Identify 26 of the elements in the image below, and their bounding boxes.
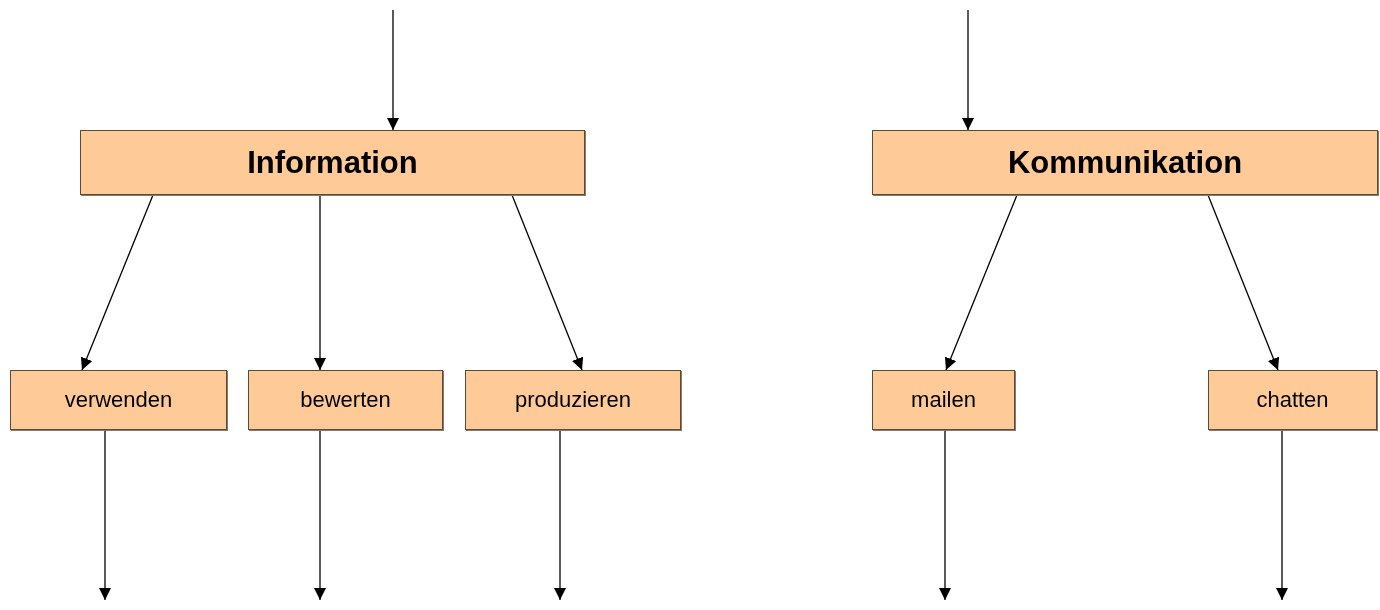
arrow: [314, 194, 326, 371]
arrow: [387, 9, 399, 131]
box-label: mailen: [911, 387, 976, 413]
process-box: [10, 370, 227, 430]
arrow: [554, 429, 566, 601]
process-box: [80, 130, 585, 195]
box-label: produzieren: [514, 387, 632, 413]
process-box: [872, 130, 1378, 195]
box-label: Information: [247, 144, 418, 181]
process-box: [872, 370, 1015, 430]
arrow: [944, 194, 1018, 371]
arrow: [1276, 429, 1288, 601]
arrow: [314, 429, 326, 601]
box-label: bewerten: [300, 387, 391, 413]
arrow: [939, 429, 951, 601]
process-box: [248, 370, 443, 430]
box-label: chatten: [1256, 387, 1329, 413]
arrow: [1207, 194, 1280, 371]
arrow: [80, 194, 154, 371]
arrow: [511, 194, 584, 371]
box-label: verwenden: [64, 387, 173, 413]
process-box: [1208, 370, 1377, 430]
process-box: [465, 370, 681, 430]
arrow: [962, 9, 974, 131]
arrow: [99, 429, 111, 601]
box-label: Kommunikation: [1007, 144, 1243, 181]
